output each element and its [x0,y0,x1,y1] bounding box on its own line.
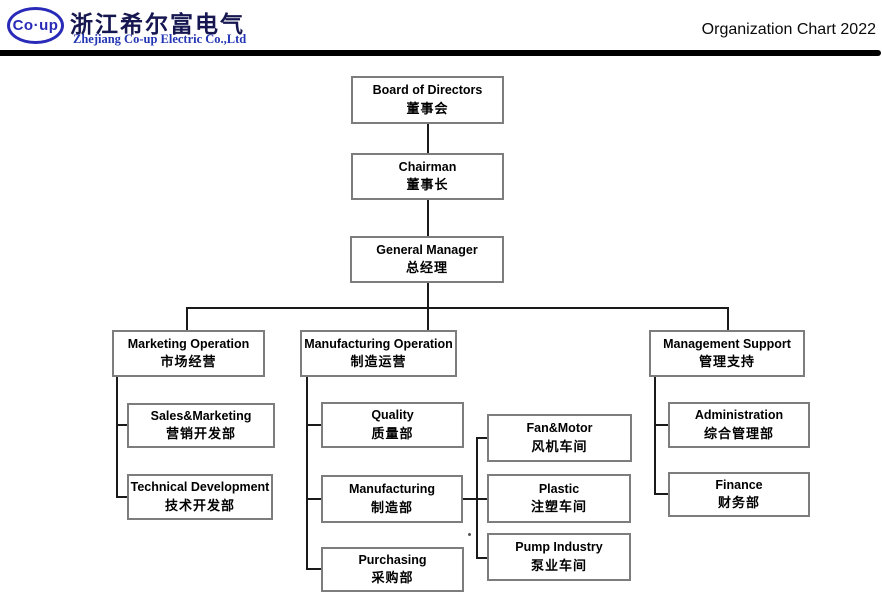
org-node-fan-motor: Fan&Motor 风机车间 [487,414,632,462]
connector-rail-marketing [116,377,118,498]
coup-logo: Co·up [7,7,64,44]
company-name-chinese: 浙江希尔富电气 [70,11,245,37]
connector-stub-plastic [476,498,487,500]
org-node-finance: Finance 财务部 [668,472,810,517]
org-node-general-manager: General Manager 总经理 [350,236,504,283]
node-label-cn: 市场经营 [160,354,217,370]
node-label-en: Administration [694,408,784,423]
org-node-manufacturing-operation: Manufacturing Operation 制造运营 [300,330,457,377]
node-label-cn: 管理支持 [698,354,755,370]
node-label-cn: 采购部 [371,570,414,586]
org-node-board-of-directors: Board of Directors 董事会 [351,76,504,124]
org-node-pump-industry: Pump Industry 泵业车间 [487,533,631,581]
org-node-sales-marketing: Sales&Marketing 营销开发部 [127,403,275,448]
connector-manufact-to-workshops [463,498,477,500]
node-label-cn: 风机车间 [531,438,588,454]
node-label-en: Finance [715,477,763,492]
node-label-cn: 制造运营 [350,354,407,370]
org-node-purchasing: Purchasing 采购部 [321,547,464,592]
node-label-cn: 总经理 [405,260,448,276]
coup-logo-text: Co·up [12,17,59,34]
connector-drop-manufacturing [427,307,429,330]
node-label-en: Marketing Operation [127,336,250,351]
node-label-cn: 董事会 [406,100,449,116]
connector-drop-marketing [186,307,188,330]
org-node-management-support: Management Support 管理支持 [649,330,805,377]
node-label-cn: 泵业车间 [530,557,587,573]
connector-stub-admin [654,424,668,426]
connector-stub-quality [306,424,321,426]
org-node-chairman: Chairman 董事长 [351,153,504,200]
connector-stub-pump [476,557,487,559]
node-label-cn: 董事长 [406,177,449,193]
connector-rail-support [654,377,656,495]
stray-dot-artifact [468,533,471,536]
node-label-en: Manufacturing [348,482,436,497]
node-label-en: Chairman [398,159,457,174]
node-label-en: General Manager [376,242,478,257]
node-label-en: Plastic [538,481,580,496]
company-name-english: Zhejiang Co-up Electric Co.,Ltd [73,32,247,46]
node-label-cn: 综合管理部 [703,425,774,441]
node-label-en: Management Support [663,336,791,351]
header-divider-rule [0,50,881,56]
node-label-en: Board of Directors [372,83,483,98]
node-label-en: Quality [371,408,414,423]
org-node-marketing-operation: Marketing Operation 市场经营 [112,330,265,377]
node-label-cn: 技术开发部 [164,497,235,513]
page-title: Organization Chart 2022 [701,21,876,38]
node-label-cn: 营销开发部 [165,426,236,442]
org-node-manufacturing: Manufacturing 制造部 [321,475,463,523]
node-label-en: Manufacturing Operation [304,336,453,351]
node-label-en: Pump Industry [515,540,603,555]
connector-gm-branchbar [427,283,429,309]
connector-drop-support [727,307,729,330]
node-label-cn: 制造部 [370,499,413,515]
connector-board-chairman [427,124,429,153]
connector-stub-finance [654,493,668,495]
connector-branch-bar [186,307,729,309]
org-node-quality: Quality 质量部 [321,402,464,448]
node-label-en: Technical Development [130,480,270,495]
org-node-plastic: Plastic 注塑车间 [487,474,631,523]
node-label-en: Purchasing [358,552,427,567]
node-label-cn: 注塑车间 [530,499,587,515]
connector-chairman-gm [427,200,429,236]
connector-rail-manufacturing [306,377,308,570]
org-node-technical-development: Technical Development 技术开发部 [127,474,273,520]
connector-stub-manufact [306,498,321,500]
org-node-administration: Administration 综合管理部 [668,402,810,448]
connector-stub-sales [116,424,127,426]
connector-stub-tech [116,496,127,498]
node-label-en: Sales&Marketing [150,408,252,423]
node-label-en: Fan&Motor [526,421,593,436]
connector-stub-purchasing [306,568,321,570]
connector-stub-fan [476,437,487,439]
node-label-cn: 财务部 [717,495,760,511]
node-label-cn: 质量部 [371,425,414,441]
